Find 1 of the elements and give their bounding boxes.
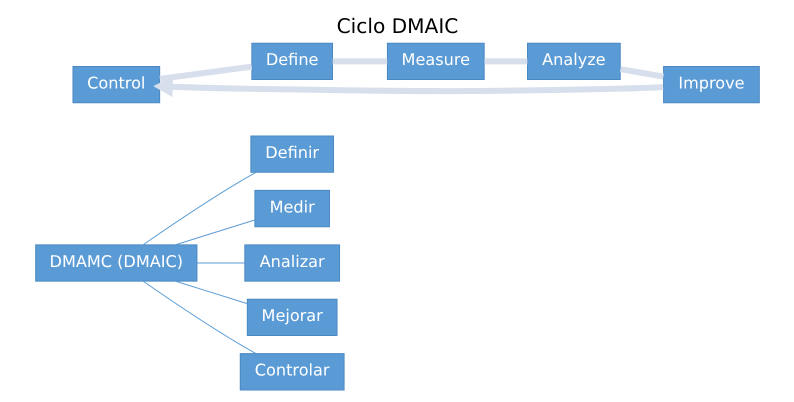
- diagram-title: Ciclo DMAIC: [336, 14, 458, 38]
